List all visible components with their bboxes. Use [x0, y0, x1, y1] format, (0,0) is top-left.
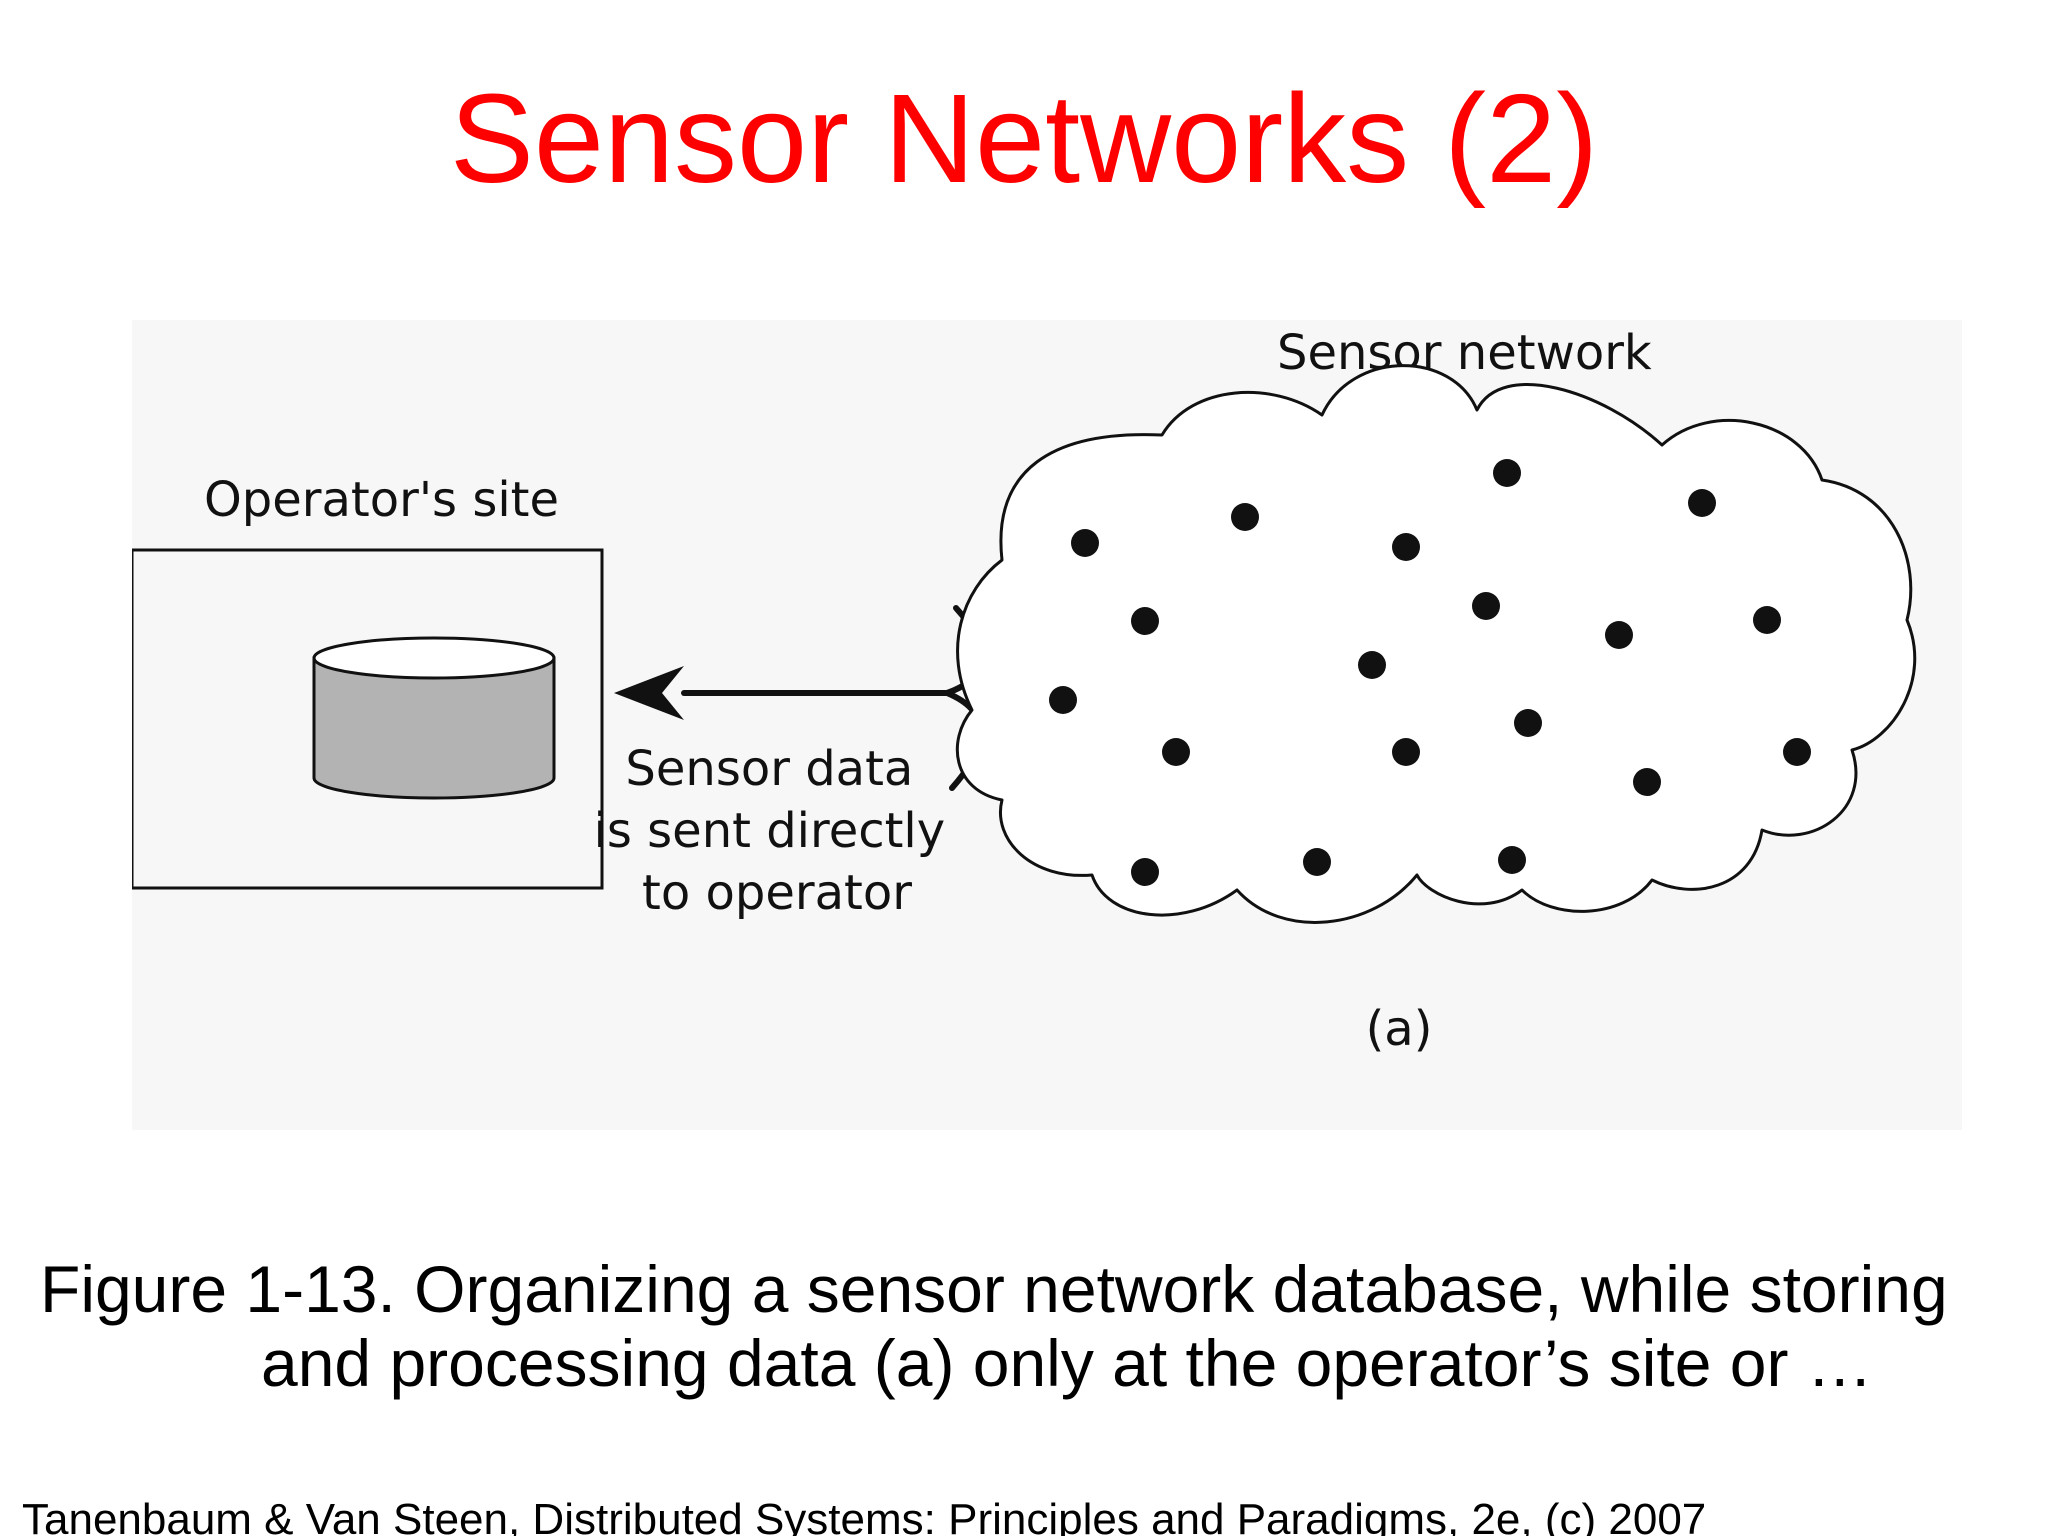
caption-line-1: Figure 1-13. Organizing a sensor network…	[40, 1252, 1948, 1326]
panel-label: (a)	[1366, 1001, 1433, 1057]
sensor-node	[1131, 607, 1159, 635]
sensor-network-label: Sensor network	[1277, 325, 1652, 381]
operator-site-label: Operator's site	[204, 472, 559, 528]
sensor-node	[1753, 606, 1781, 634]
sensor-node	[1358, 651, 1386, 679]
arrow-label-line-1: Sensor data	[625, 741, 913, 797]
sensor-node	[1633, 768, 1661, 796]
sensor-network-diagram: Operator's site Sensor data is sent dire…	[132, 325, 1917, 1057]
sensor-node	[1514, 709, 1542, 737]
sensor-nodes	[1049, 459, 1811, 886]
sensor-node	[1498, 846, 1526, 874]
sensor-node	[1071, 529, 1099, 557]
sensor-node	[1688, 489, 1716, 517]
figure-caption: Figure 1-13. Organizing a sensor network…	[40, 1252, 2020, 1400]
caption-line-2: and processing data (a) only at the oper…	[261, 1326, 1873, 1400]
sensor-node	[1392, 738, 1420, 766]
slide-title: Sensor Networks (2)	[449, 68, 1599, 209]
database-body	[312, 656, 556, 800]
arrow-label-line-3: to operator	[642, 865, 912, 921]
database-top	[312, 636, 556, 680]
operator-site-box	[132, 548, 604, 890]
sensor-node	[1605, 621, 1633, 649]
sensor-node	[1303, 848, 1331, 876]
sensor-node	[1472, 592, 1500, 620]
arrow-label-line-2: is sent directly	[594, 803, 946, 859]
footer-citation: Tanenbaum & Van Steen, Distributed Syste…	[22, 1495, 1707, 1536]
database-icon	[312, 636, 556, 800]
arrow-head	[614, 666, 684, 720]
sensor-node	[1231, 503, 1259, 531]
figure-panel: Operator's site Sensor data is sent dire…	[132, 320, 1962, 1130]
sensor-node	[1131, 858, 1159, 886]
sensor-network-cloud	[955, 364, 1917, 924]
sensor-node	[1049, 686, 1077, 714]
sensor-node	[1783, 738, 1811, 766]
arrow-label: Sensor data is sent directly to operator	[594, 741, 961, 921]
sensor-node	[1162, 738, 1190, 766]
sensor-node	[1392, 533, 1420, 561]
sensor-node	[1493, 459, 1521, 487]
